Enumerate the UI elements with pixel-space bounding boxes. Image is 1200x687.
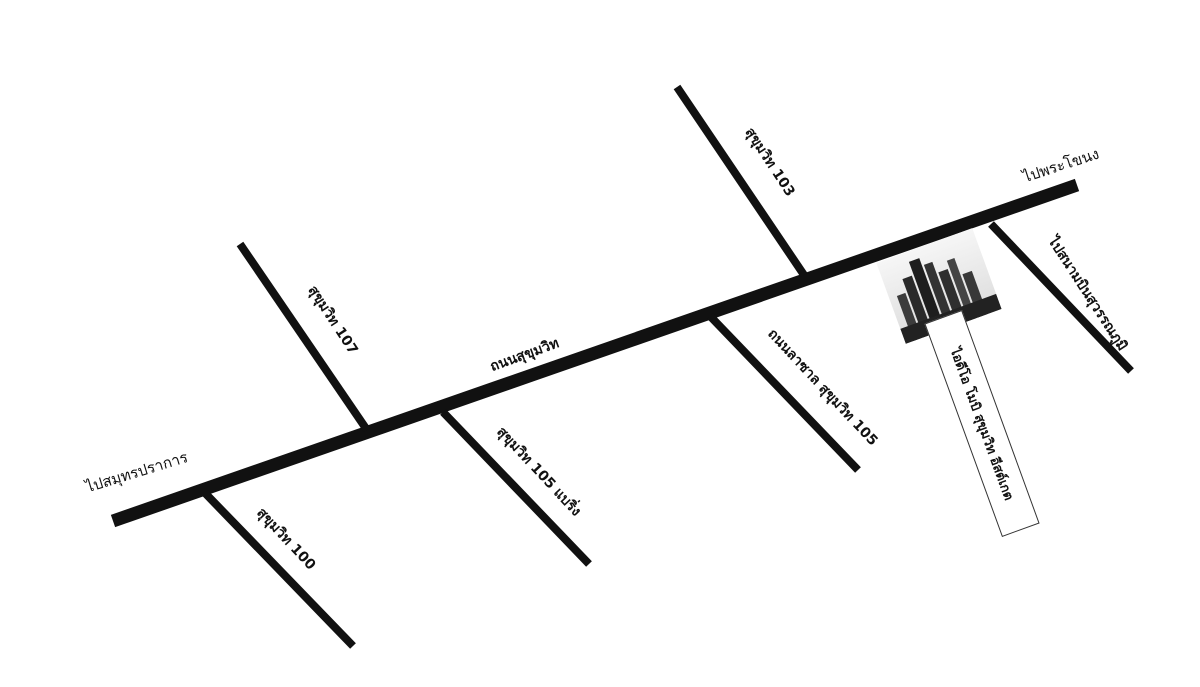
road-sukhumvit-103 bbox=[673, 84, 808, 278]
road-la-salle-105 bbox=[707, 313, 861, 473]
road-sukhumvit-107 bbox=[236, 241, 371, 433]
road-sukhumvit-main bbox=[110, 178, 1080, 528]
road-sukhumvit-100 bbox=[202, 490, 356, 649]
road-sukhumvit-105-bearing bbox=[440, 409, 592, 567]
road-to-suvarnabhumi bbox=[988, 221, 1134, 374]
